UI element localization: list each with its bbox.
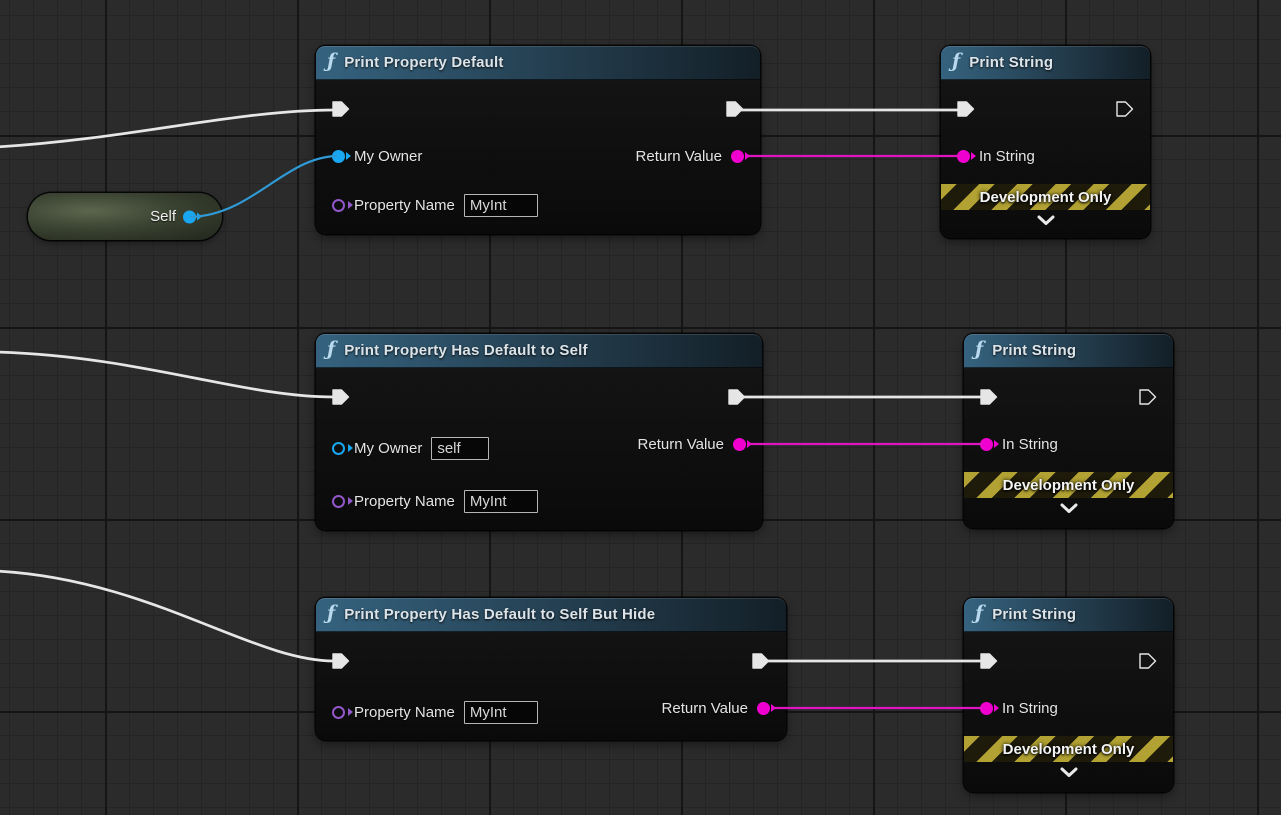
node-header[interactable]: ƒ Print String (941, 46, 1150, 80)
node-title: Print String (992, 606, 1077, 623)
return-value-pin[interactable] (757, 701, 770, 715)
property-name-input[interactable] (463, 700, 538, 724)
development-only-text: Development Only (979, 188, 1112, 206)
chevron-down-icon (1060, 767, 1077, 777)
node-title: Print Property Default (344, 54, 504, 71)
node-print-string[interactable]: ƒ Print String In String Development Onl… (941, 46, 1150, 238)
return-value-pin[interactable] (733, 437, 746, 451)
node-print-string[interactable]: ƒ Print String In String Development Onl… (964, 598, 1173, 792)
exec-in-pin[interactable] (957, 101, 975, 117)
node-header[interactable]: ƒ Print Property Has Default to Self (316, 334, 762, 368)
development-only-banner: Development Only (964, 736, 1173, 762)
node-header[interactable]: ƒ Print String (964, 598, 1173, 632)
property-name-pin[interactable] (332, 494, 345, 508)
node-print-property-default[interactable]: ƒ Print Property Default My Owner Proper… (316, 46, 760, 234)
node-header[interactable]: ƒ Print String (964, 334, 1173, 368)
function-icon: ƒ (952, 50, 961, 72)
node-title: Print String (969, 54, 1054, 71)
wire-exec-incoming-3[interactable] (0, 569, 336, 663)
property-name-label: Property Name (354, 703, 455, 721)
my-owner-pin[interactable] (332, 149, 345, 163)
property-name-input[interactable] (463, 193, 538, 217)
exec-in-pin[interactable] (980, 389, 998, 405)
wire-exec-incoming-2[interactable] (0, 350, 336, 399)
development-only-text: Development Only (1002, 740, 1135, 758)
node-title: Print Property Has Default to Self (344, 342, 588, 359)
function-icon: ƒ (975, 338, 984, 360)
in-string-label: In String (1002, 699, 1058, 717)
function-icon: ƒ (327, 338, 336, 360)
node-title: Print Property Has Default to Self But H… (344, 606, 656, 623)
expand-node-chevron[interactable] (964, 767, 1173, 778)
property-name-pin[interactable] (332, 705, 345, 719)
property-name-label: Property Name (354, 492, 455, 510)
return-value-label: Return Value (661, 699, 748, 717)
function-icon: ƒ (975, 602, 984, 624)
exec-in-pin[interactable] (980, 653, 998, 669)
exec-in-pin[interactable] (332, 101, 350, 117)
exec-out-pin[interactable] (1139, 653, 1157, 669)
node-header[interactable]: ƒ Print Property Default (316, 46, 760, 80)
node-header[interactable]: ƒ Print Property Has Default to Self But… (316, 598, 786, 632)
development-only-text: Development Only (1002, 476, 1135, 494)
property-name-input[interactable] (463, 489, 538, 513)
exec-in-pin[interactable] (332, 653, 350, 669)
my-owner-pin[interactable] (332, 441, 345, 455)
exec-out-pin[interactable] (1116, 101, 1134, 117)
wire-exec-incoming-1[interactable] (0, 108, 336, 149)
function-icon: ƒ (327, 50, 336, 72)
node-print-string[interactable]: ƒ Print String In String Development Onl… (964, 334, 1173, 528)
node-title: Print String (992, 342, 1077, 359)
exec-out-pin[interactable] (726, 101, 744, 117)
variable-node-self[interactable]: Self (28, 193, 222, 240)
property-name-pin[interactable] (332, 198, 345, 212)
property-name-label: Property Name (354, 196, 455, 214)
exec-in-pin[interactable] (332, 389, 350, 405)
exec-out-pin[interactable] (752, 653, 770, 669)
node-print-property-has-default-to-self-but-hide[interactable]: ƒ Print Property Has Default to Self But… (316, 598, 786, 740)
return-value-label: Return Value (637, 435, 724, 453)
return-value-label: Return Value (635, 147, 722, 165)
development-only-banner: Development Only (964, 472, 1173, 498)
chevron-down-icon (1037, 215, 1054, 225)
in-string-label: In String (979, 147, 1035, 165)
my-owner-label: My Owner (354, 439, 423, 457)
function-icon: ƒ (327, 602, 336, 624)
in-string-pin[interactable] (957, 149, 970, 163)
my-owner-input[interactable] (431, 436, 490, 460)
in-string-pin[interactable] (980, 437, 993, 451)
return-value-pin[interactable] (731, 149, 744, 163)
in-string-pin[interactable] (980, 701, 993, 715)
exec-out-pin[interactable] (1139, 389, 1157, 405)
in-string-label: In String (1002, 435, 1058, 453)
expand-node-chevron[interactable] (964, 503, 1173, 514)
self-output-pin[interactable] (183, 210, 196, 223)
my-owner-label: My Owner (354, 147, 423, 165)
development-only-banner: Development Only (941, 184, 1150, 210)
self-node-label: Self (150, 208, 176, 225)
chevron-down-icon (1060, 503, 1077, 513)
expand-node-chevron[interactable] (941, 215, 1150, 226)
node-print-property-has-default-to-self[interactable]: ƒ Print Property Has Default to Self My … (316, 334, 762, 530)
exec-out-pin[interactable] (728, 389, 746, 405)
